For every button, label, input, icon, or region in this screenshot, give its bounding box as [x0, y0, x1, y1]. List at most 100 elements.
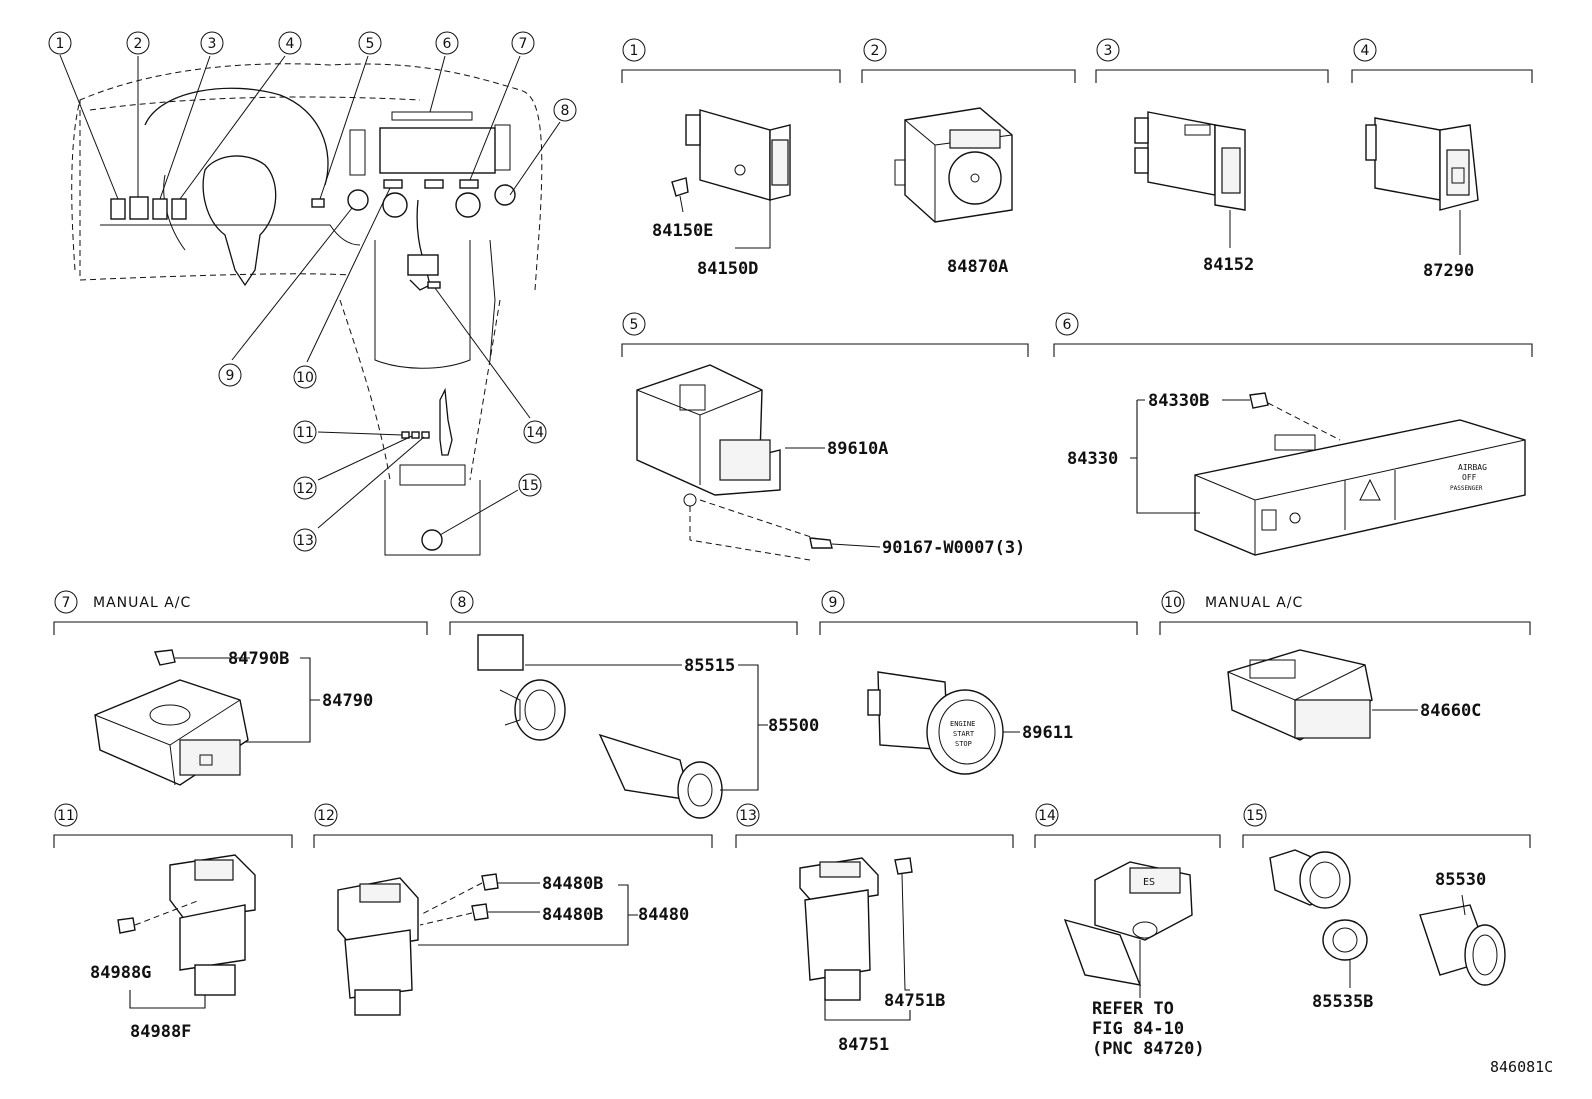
section-6-panel: 84330B 84330 AIRBAG OFF PASSENGER — [1067, 391, 1526, 556]
part-84870A: 84870A — [947, 257, 1008, 277]
svg-text:1: 1 — [630, 43, 639, 59]
svg-text:13: 13 — [739, 808, 757, 824]
svg-text:5: 5 — [366, 36, 375, 52]
section-11-header: 11 — [53, 803, 293, 848]
svg-text:9: 9 — [829, 595, 838, 611]
svg-text:ENGINE: ENGINE — [950, 720, 975, 728]
svg-text:ES: ES — [1143, 877, 1155, 888]
callout-5: 5 — [358, 31, 382, 55]
section-13-header: 13 — [735, 803, 1014, 848]
svg-text:3: 3 — [208, 36, 217, 52]
callout-3: 3 — [200, 31, 224, 55]
svg-text:15: 15 — [521, 478, 539, 494]
section-2-switch: 84870A — [894, 107, 1013, 277]
svg-text:13: 13 — [296, 533, 314, 549]
svg-text:8: 8 — [458, 595, 467, 611]
svg-text:12: 12 — [296, 481, 314, 497]
part-84660C: 84660C — [1420, 701, 1481, 721]
section-2-header: 2 — [861, 38, 1076, 83]
callout-15: 15 — [518, 473, 542, 497]
callout-9: 9 — [218, 363, 242, 387]
svg-text:4: 4 — [1361, 43, 1370, 59]
svg-text:2: 2 — [871, 43, 880, 59]
svg-text:11: 11 — [296, 425, 314, 441]
svg-text:2: 2 — [134, 36, 143, 52]
section-8-header: 8 — [449, 590, 798, 635]
callout-7: 7 — [511, 31, 535, 55]
part-84751: 84751 — [838, 1035, 889, 1055]
part-85515: 85515 — [684, 656, 735, 676]
part-84480B-2: 84480B — [542, 905, 603, 925]
section-13-switch: 84751B 84751 — [799, 857, 945, 1055]
dashboard-callouts: 1 2 3 4 5 6 7 8 9 10 11 12 13 14 15 — [48, 31, 577, 552]
section-10-header: 10 MANUAL A/C — [1159, 590, 1531, 635]
part-84150E: 84150E — [652, 221, 713, 241]
callout-10: 10 — [293, 365, 317, 389]
callout-4: 4 — [278, 31, 302, 55]
section-14-header: 14 — [1034, 803, 1221, 848]
part-84330: 84330 — [1067, 449, 1118, 469]
callout-14: 14 — [523, 420, 547, 444]
section-5-header: 5 — [621, 312, 1029, 357]
svg-text:9: 9 — [226, 368, 235, 384]
svg-text:14: 14 — [526, 425, 544, 441]
section-10-ac-switch: 84660C — [1227, 649, 1481, 741]
callout-12: 12 — [293, 476, 317, 500]
svg-text:8: 8 — [561, 103, 570, 119]
svg-text:PASSENGER: PASSENGER — [1450, 485, 1483, 492]
svg-text:6: 6 — [1063, 317, 1072, 333]
section-9-header: 9 — [819, 590, 1138, 635]
part-84751B: 84751B — [884, 991, 945, 1011]
svg-text:14: 14 — [1038, 808, 1056, 824]
part-14-fig: FIG 84-10 — [1092, 1019, 1184, 1039]
svg-text:6: 6 — [443, 36, 452, 52]
part-84480: 84480 — [638, 905, 689, 925]
svg-text:12: 12 — [317, 808, 335, 824]
callout-11: 11 — [293, 420, 317, 444]
part-84150D: 84150D — [697, 259, 758, 279]
section-4-header: 4 — [1351, 38, 1533, 83]
part-84790: 84790 — [322, 691, 373, 711]
part-84790B: 84790B — [228, 649, 289, 669]
section-9-start-button: ENGINE START STOP 89611 — [867, 671, 1073, 775]
part-85500: 85500 — [768, 716, 819, 736]
part-85530: 85530 — [1435, 870, 1486, 890]
svg-text:1: 1 — [56, 36, 65, 52]
section-12-header: 12 — [313, 803, 713, 848]
callout-2: 2 — [126, 31, 150, 55]
callout-6: 6 — [435, 31, 459, 55]
svg-text:3: 3 — [1104, 43, 1113, 59]
svg-text:11: 11 — [57, 808, 75, 824]
section-1-header: 1 — [621, 38, 841, 83]
part-14-refer: REFER TO — [1092, 999, 1174, 1019]
part-85535B: 85535B — [1312, 992, 1373, 1012]
part-84988F: 84988F — [130, 1022, 191, 1042]
part-89611: 89611 — [1022, 723, 1073, 743]
part-84988G: 84988G — [90, 963, 151, 983]
section-15-header: 15 — [1242, 803, 1531, 848]
svg-text:5: 5 — [630, 317, 639, 333]
svg-text:4: 4 — [286, 36, 295, 52]
svg-text:MANUAL A/C: MANUAL A/C — [1205, 595, 1303, 611]
part-87290: 87290 — [1423, 261, 1474, 281]
callout-13: 13 — [293, 528, 317, 552]
section-6-header: 6 — [1053, 312, 1533, 357]
section-3-header: 3 — [1095, 38, 1329, 83]
part-84480B-1: 84480B — [542, 874, 603, 894]
svg-text:10: 10 — [1164, 595, 1182, 611]
section-7-ac-switch: 84790B 84790 — [94, 649, 373, 786]
callout-1: 1 — [48, 31, 72, 55]
section-4-switch: 87290 — [1365, 117, 1479, 281]
section-11-switch: 84988G 84988F — [90, 854, 256, 1042]
svg-text:15: 15 — [1246, 808, 1264, 824]
svg-text:AIRBAG: AIRBAG — [1458, 463, 1487, 472]
section-5-assembly: 89610A 90167-W0007(3) — [636, 364, 1025, 561]
section-1-switch: 84150E 84150D — [652, 109, 791, 279]
section-15-socket: 85530 85535B — [1269, 849, 1506, 1012]
part-14-pnc: (PNC 84720) — [1092, 1039, 1205, 1059]
part-84152: 84152 — [1203, 255, 1254, 275]
dashboard-leader-lines — [59, 54, 561, 536]
